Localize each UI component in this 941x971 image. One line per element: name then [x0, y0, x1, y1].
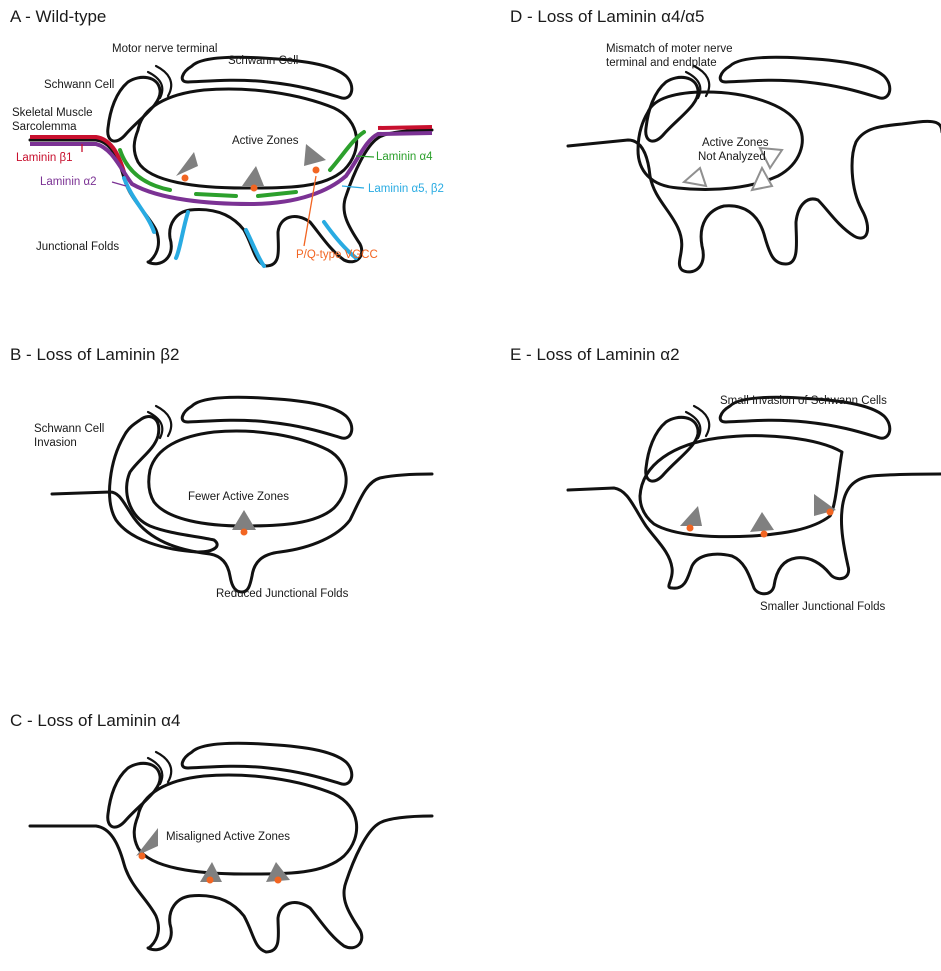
laminin-a5-b2-pointer: [342, 186, 364, 188]
panel-d-title: D - Loss of Laminin α4/α5: [510, 7, 704, 26]
active-zone-marker: [232, 510, 256, 530]
vgcc-dot: [251, 185, 258, 192]
panel-e-title: E - Loss of Laminin α2: [510, 345, 680, 364]
label-motor-nerve-terminal: Motor nerve terminal: [112, 43, 217, 55]
panel-d-synapse: [568, 57, 941, 272]
active-zone-marker: [304, 144, 326, 166]
label-vgcc: P/Q-type VGCC: [296, 249, 378, 261]
panel-c-title: C - Loss of Laminin α4: [10, 711, 180, 730]
panel-c-synapse: [30, 743, 432, 952]
vgcc-dot: [241, 529, 248, 536]
panel-a: A - Wild-type Motor nerve terminal Schwa…: [10, 7, 444, 266]
label-small-invasion: Small Invasion of Schwann Cells: [720, 395, 887, 407]
label-active-zones-d: Active Zones: [702, 137, 769, 149]
label-skeletal-muscle: Skeletal Muscle: [12, 107, 93, 119]
label-schwann-cell-top: Schwann Cell: [228, 55, 298, 67]
active-zone-outline: [684, 168, 706, 186]
label-not-analyzed: Not Analyzed: [698, 151, 766, 163]
panel-c: C - Loss of Laminin α4 Misaligned Active…: [10, 711, 432, 952]
active-zone-marker: [176, 152, 198, 176]
label-invasion: Invasion: [34, 437, 77, 449]
vgcc-dot: [761, 531, 768, 538]
label-schwann-invasion: Schwann Cell: [34, 423, 104, 435]
vgcc-dot: [182, 175, 189, 182]
vgcc-dot: [313, 167, 320, 174]
vgcc-dot: [687, 525, 694, 532]
panel-e-synapse: [568, 397, 941, 593]
panel-a-title: A - Wild-type: [10, 7, 106, 26]
label-fewer-active-zones: Fewer Active Zones: [188, 491, 289, 503]
label-mismatch: Mismatch of moter nerve: [606, 43, 733, 55]
label-laminin-a4: Laminin α4: [376, 151, 433, 163]
active-zone-marker: [750, 512, 774, 532]
active-zone-marker: [242, 166, 264, 186]
vgcc-dot: [275, 877, 282, 884]
panel-b: B - Loss of Laminin β2 Schwann Cell Inva…: [10, 345, 432, 600]
vgcc-dot: [139, 853, 146, 860]
label-sarcolemma: Sarcolemma: [12, 121, 77, 133]
label-misaligned: Misaligned Active Zones: [166, 831, 290, 843]
active-zone-outline: [752, 168, 772, 190]
label-junctional-folds: Junctional Folds: [36, 241, 119, 253]
vgcc-dot: [827, 509, 834, 516]
panel-b-title: B - Loss of Laminin β2: [10, 345, 179, 364]
vgcc-dot: [207, 877, 214, 884]
label-active-zones: Active Zones: [232, 135, 299, 147]
panel-d: D - Loss of Laminin α4/α5 Mismatch of mo…: [510, 7, 941, 272]
label-laminin-a2: Laminin α2: [40, 176, 97, 188]
label-laminin-b1: Laminin β1: [16, 152, 72, 164]
label-mismatch-2: terminal and endplate: [606, 57, 717, 69]
label-laminin-a5-b2: Laminin α5, β2: [368, 183, 444, 195]
label-smaller-folds: Smaller Junctional Folds: [760, 601, 886, 613]
panel-e: E - Loss of Laminin α2 Small Invasion of…: [510, 345, 941, 613]
label-reduced-folds: Reduced Junctional Folds: [216, 588, 349, 600]
laminin-b1-layer-right: [378, 127, 432, 128]
label-schwann-cell-left: Schwann Cell: [44, 79, 114, 91]
active-zone-marker: [680, 506, 702, 526]
